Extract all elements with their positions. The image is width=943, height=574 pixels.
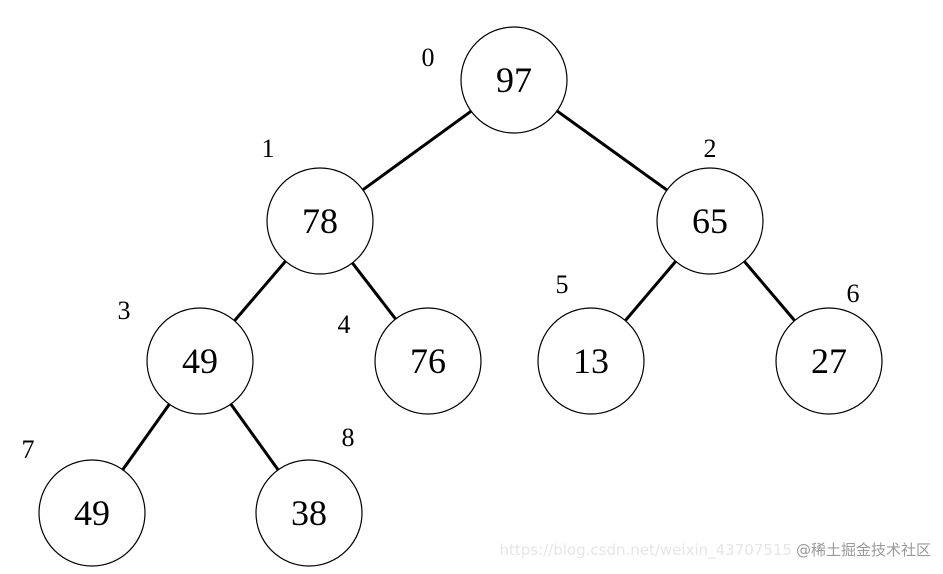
node-circle bbox=[374, 307, 482, 415]
edge-2-6 bbox=[743, 260, 796, 322]
node-index-label: 2 bbox=[704, 134, 717, 163]
edge-0-1 bbox=[361, 109, 473, 192]
node-value: 13 bbox=[573, 341, 609, 381]
tree-node-7: 49 7 bbox=[22, 435, 146, 567]
edge-0-2 bbox=[556, 109, 668, 192]
tree-node-8: 38 8 bbox=[255, 423, 363, 567]
node-value: 49 bbox=[74, 493, 110, 533]
tree-node-6: 27 6 bbox=[775, 279, 883, 415]
edges-group bbox=[121, 109, 796, 471]
node-index-label: 3 bbox=[118, 296, 131, 325]
node-circle bbox=[255, 459, 363, 567]
edge-1-4 bbox=[351, 262, 397, 320]
node-circle bbox=[146, 307, 254, 415]
node-value: 65 bbox=[692, 201, 728, 241]
watermark: https://blog.csdn.net/weixin_43707515@稀土… bbox=[499, 539, 931, 560]
node-value: 49 bbox=[182, 341, 218, 381]
node-index-label: 4 bbox=[338, 310, 351, 339]
node-circle bbox=[775, 307, 883, 415]
tree-node-4: 76 4 bbox=[338, 307, 482, 415]
node-index-label: 7 bbox=[22, 435, 35, 464]
tree-node-3: 49 3 bbox=[118, 296, 254, 415]
node-circle bbox=[537, 307, 645, 415]
edge-1-3 bbox=[233, 260, 287, 322]
node-circle bbox=[38, 459, 146, 567]
edge-2-5 bbox=[624, 260, 677, 322]
node-index-label: 8 bbox=[342, 423, 355, 452]
tree-node-0: 97 0 bbox=[422, 26, 568, 134]
node-value: 38 bbox=[291, 493, 327, 533]
tree-node-2: 65 2 bbox=[656, 134, 764, 275]
watermark-brand: @稀土掘金技术社区 bbox=[795, 541, 931, 559]
edge-3-8 bbox=[229, 403, 280, 471]
node-index-label: 5 bbox=[556, 270, 569, 299]
node-value: 76 bbox=[410, 341, 446, 381]
tree-node-5: 13 5 bbox=[537, 270, 645, 415]
node-index-label: 6 bbox=[847, 279, 860, 308]
edge-3-7 bbox=[121, 403, 171, 471]
node-circle bbox=[266, 167, 374, 275]
nodes-group: 97 0 78 1 65 2 49 3 76 4 13 5 27 6 49 7 38 8 bbox=[22, 26, 883, 567]
node-index-label: 0 bbox=[422, 43, 435, 72]
node-value: 78 bbox=[302, 201, 338, 241]
node-circle bbox=[460, 26, 568, 134]
watermark-url: https://blog.csdn.net/weixin_43707515 bbox=[499, 541, 792, 559]
node-value: 27 bbox=[811, 341, 847, 381]
node-index-label: 1 bbox=[262, 134, 275, 163]
node-value: 97 bbox=[496, 60, 532, 100]
node-circle bbox=[656, 167, 764, 275]
tree-node-1: 78 1 bbox=[262, 134, 374, 275]
